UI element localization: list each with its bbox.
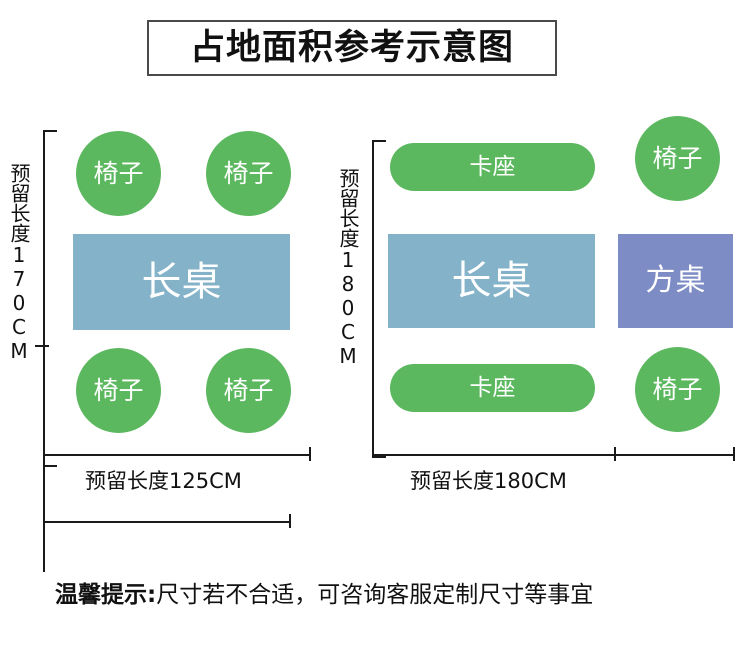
left-vertical-dim-tick-middle — [35, 345, 49, 347]
right-vertical-dimension-label: 预留长度180CM — [336, 168, 360, 368]
left-chair-top-1: 椅子 — [76, 131, 161, 216]
footer-note: 温馨提示:尺寸若不合适，可咨询客服定制尺寸等事宜 — [55, 575, 593, 609]
footer-note-text: 尺寸若不合适，可咨询客服定制尺寸等事宜 — [156, 582, 594, 608]
right-horizontal-dimension-label: 预留长度180CM — [410, 469, 567, 493]
right-horizontal-dimension-line — [372, 454, 735, 456]
footer-note-prefix: 温馨提示: — [55, 582, 157, 608]
right-chair-bottom: 椅子 — [635, 347, 720, 432]
left-chair-bottom-2: 椅子 — [206, 348, 291, 433]
right-horizontal-dim-tick-middle — [614, 447, 616, 461]
right-vertical-dimension-line — [372, 140, 374, 458]
right-long-table-label: 长桌 — [451, 258, 532, 304]
left-long-table-label: 长桌 — [141, 259, 222, 305]
right-square-table-label: 方桌 — [645, 263, 706, 298]
right-booth-top: 卡座 — [390, 143, 595, 191]
right-booth-bottom: 卡座 — [390, 364, 595, 412]
left-secondary-dim-tick-right — [289, 514, 291, 528]
left-chair-top-2: 椅子 — [206, 131, 291, 216]
left-vertical-dimension-label: 预留长度170CM — [7, 163, 31, 363]
left-secondary-dimension-line — [43, 521, 291, 523]
left-vertical-dimension-line — [43, 130, 45, 467]
left-horizontal-dimension-label: 预留长度125CM — [85, 469, 242, 493]
left-chair-top-2-label: 椅子 — [223, 159, 274, 188]
left-chair-bottom-1-label: 椅子 — [93, 376, 144, 405]
right-booth-bottom-label: 卡座 — [469, 374, 516, 401]
right-chair-bottom-label: 椅子 — [652, 375, 703, 404]
page-title: 占地面积参考示意图 — [189, 27, 514, 68]
left-vertical-dim-tick-top — [43, 130, 57, 132]
right-long-table: 长桌 — [388, 234, 595, 328]
left-long-table: 长桌 — [73, 234, 290, 330]
left-vertical-dim-tick-bottom — [43, 465, 57, 467]
right-square-table: 方桌 — [618, 234, 733, 328]
left-horizontal-dimension-line — [43, 454, 311, 456]
left-boundary-vertical-line — [43, 454, 45, 572]
right-booth-top-label: 卡座 — [469, 153, 516, 180]
left-horizontal-dim-tick-right — [309, 447, 311, 461]
right-chair-top-label: 椅子 — [652, 144, 703, 173]
left-chair-bottom-1: 椅子 — [76, 348, 161, 433]
right-chair-top: 椅子 — [635, 116, 720, 201]
left-chair-bottom-2-label: 椅子 — [223, 376, 274, 405]
right-vertical-dim-tick-bottom — [372, 456, 386, 458]
title-box: 占地面积参考示意图 — [147, 20, 557, 76]
right-vertical-dim-tick-top — [372, 140, 386, 142]
right-horizontal-dim-tick-right — [733, 447, 735, 461]
left-chair-top-1-label: 椅子 — [93, 159, 144, 188]
